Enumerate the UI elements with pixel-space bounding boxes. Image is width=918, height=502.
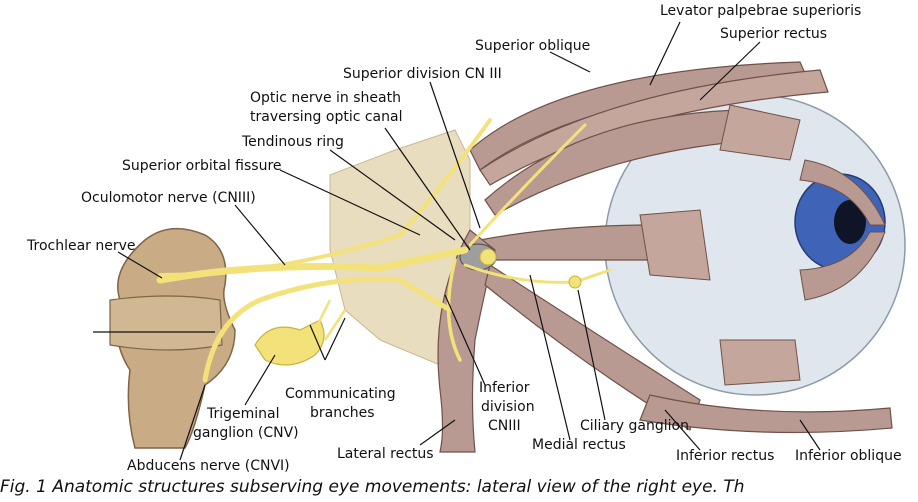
- label-superior-division: Superior division CN III: [343, 66, 502, 82]
- superior-division-path: [468, 123, 587, 247]
- label-tendinous-ring: Tendinous ring: [241, 134, 344, 150]
- leader-optic-nerve: [384, 127, 471, 251]
- leader-superior-rectus: [699, 41, 761, 101]
- label-optic-nerve-1: Optic nerve in sheath: [250, 90, 401, 106]
- leader-ciliary-ganglion: [577, 289, 606, 421]
- leader-trigeminal: [244, 354, 276, 406]
- communicating-branch-2: [323, 309, 347, 341]
- label-inferior-oblique: Inferior oblique: [795, 448, 902, 464]
- leader-inferior-division: [444, 294, 486, 386]
- ciliary-ganglion-node: [568, 275, 582, 289]
- figure-caption: Fig. 1 Anatomic structures subserving ey…: [0, 477, 745, 497]
- leader-abducens: [179, 384, 206, 461]
- optic-nerve-core: [479, 248, 497, 266]
- label-inferior-rectus: Inferior rectus: [676, 448, 774, 464]
- superior-rectus-insertion: [719, 104, 801, 161]
- abducens-nerve-path: [202, 276, 453, 383]
- inferior-division-path: [446, 258, 462, 362]
- leader-inferior-oblique: [799, 419, 821, 451]
- leader-medial-rectus: [529, 274, 571, 441]
- pupil: [834, 200, 866, 244]
- leader-communicating-1: [309, 324, 326, 361]
- inferior-rectus-muscle: [484, 264, 701, 431]
- communicating-branch-1: [313, 299, 332, 331]
- label-levator: Levator palpebrae superioris: [660, 3, 861, 19]
- label-lateral-rectus: Lateral rectus: [337, 446, 434, 462]
- eyelid-upper: [799, 159, 886, 226]
- label-inferior-division-3: CNIII: [488, 418, 521, 434]
- label-trochlear: Trochlear nerve: [26, 238, 136, 254]
- label-abducens: Abducens nerve (CNVI): [127, 458, 290, 472]
- leader-sup-orbital-fissure: [279, 169, 421, 236]
- label-inferior-division-1: Inferior: [479, 380, 530, 396]
- leader-inferior-rectus: [664, 409, 701, 451]
- leader-lines: [117, 21, 821, 461]
- eyelid-lower: [799, 231, 886, 301]
- lateral-rectus-insertion: [639, 209, 711, 281]
- label-inferior-division-2: division: [481, 399, 535, 415]
- label-optic-nerve-2: traversing optic canal: [250, 109, 402, 125]
- label-communicating-1: Communicating: [285, 386, 396, 402]
- label-medial-rectus: Medial rectus: [532, 437, 626, 453]
- label-superior-rectus: Superior rectus: [720, 26, 827, 42]
- leader-superior-division: [429, 81, 481, 229]
- leader-oculomotor: [234, 204, 286, 266]
- label-superior-orbital-fissure: Superior orbital fissure: [122, 158, 282, 174]
- label-ciliary-ganglion: Ciliary ganglion: [580, 418, 689, 434]
- trochlear-nerve-path: [158, 118, 492, 277]
- label-superior-oblique: Superior oblique: [475, 38, 590, 54]
- lateral-rectus-muscle: [437, 229, 496, 453]
- leader-superior-oblique: [549, 51, 591, 73]
- label-communicating-2: branches: [310, 405, 375, 421]
- trigeminal-ganglion: [254, 319, 325, 366]
- leader-trochlear: [117, 251, 163, 279]
- medial-rectus-muscle: [479, 224, 661, 261]
- leader-communicating-2: [324, 317, 346, 361]
- leader-tendinous-ring: [329, 149, 456, 241]
- label-trigeminal-2: ganglion (CNV): [193, 425, 299, 441]
- leader-levator: [649, 21, 681, 86]
- label-oculomotor: Oculomotor nerve (CNIII): [81, 190, 256, 206]
- inferior-rectus-insertion: [719, 339, 801, 386]
- orbit-diagram: Levator palpebrae superioris Superior re…: [26, 3, 906, 474]
- label-trigeminal-1: Trigeminal: [206, 406, 280, 422]
- brainstem-lower: [109, 295, 223, 351]
- inferior-oblique-muscle: [639, 394, 893, 434]
- leader-lateral-rectus: [419, 419, 456, 446]
